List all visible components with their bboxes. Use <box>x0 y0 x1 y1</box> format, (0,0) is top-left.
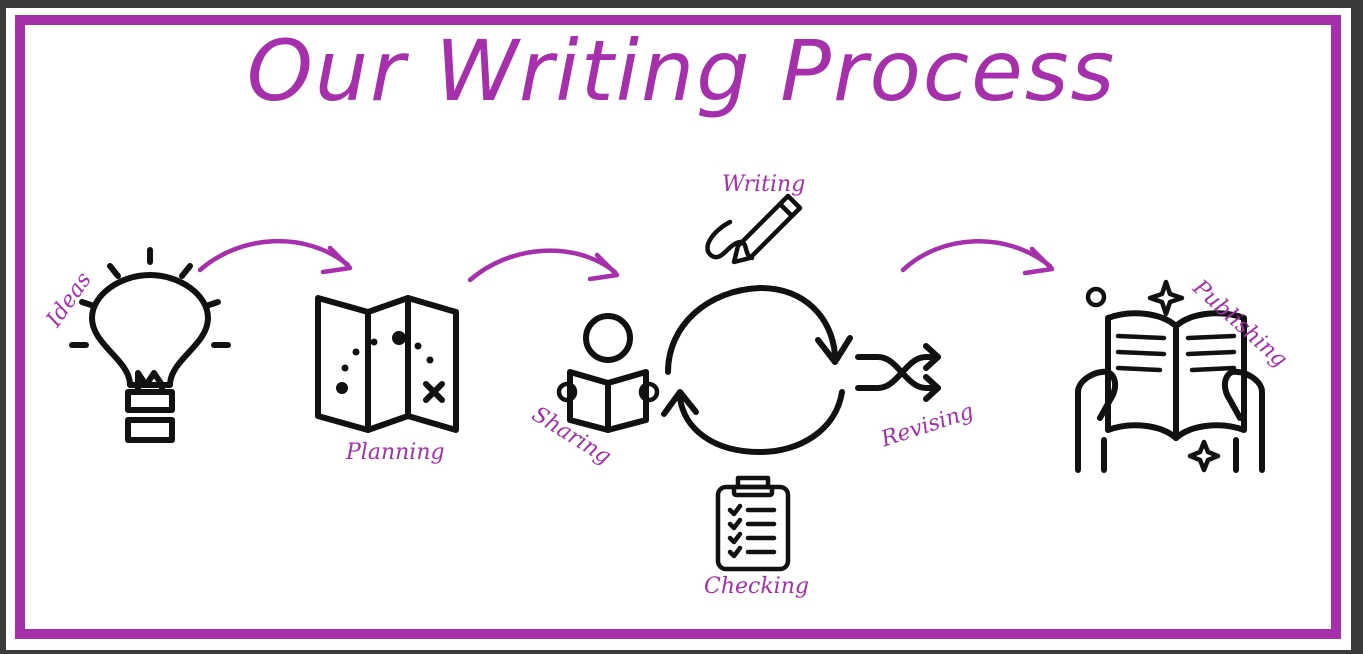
person-reading-icon <box>556 313 660 433</box>
map-icon <box>315 295 459 433</box>
shuffle-icon <box>855 343 941 402</box>
arrow-planning-to-sharing <box>467 248 620 283</box>
stage-label-planning: Planning <box>346 440 445 465</box>
page-title: Our Writing Process <box>246 22 1117 120</box>
arrow-ideas-to-planning <box>197 239 353 275</box>
clipboard-checklist-icon <box>715 475 791 572</box>
open-book-icon <box>1075 279 1265 473</box>
cycle-arrows-icon <box>661 285 853 455</box>
pencil-icon <box>705 193 803 265</box>
stage-label-checking: Checking <box>704 574 809 599</box>
stage-label-writing: Writing <box>722 172 806 197</box>
purple-border <box>15 15 1341 639</box>
lightbulb-icon <box>69 247 231 443</box>
arrow-revising-to-publishing <box>900 239 1055 276</box>
